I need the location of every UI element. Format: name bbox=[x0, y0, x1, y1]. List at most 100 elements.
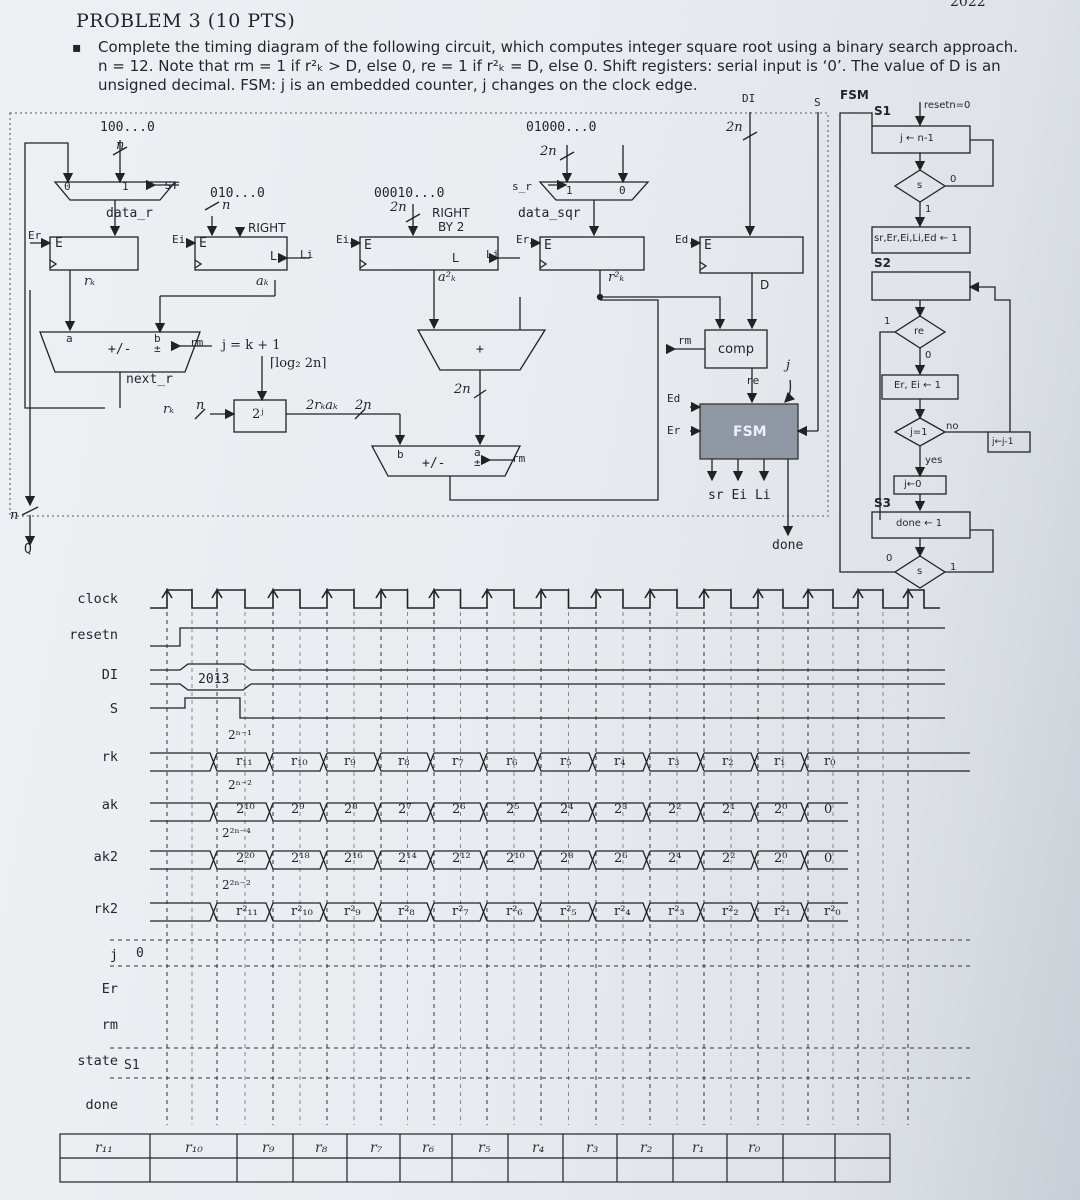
rk-bus bbox=[150, 752, 970, 772]
width-2n-3: 2n bbox=[726, 120, 743, 135]
problem-text-line1: Complete the timing diagram of the follo… bbox=[98, 38, 1019, 56]
ak2-bus bbox=[150, 850, 848, 870]
log-width: ⌈log₂ 2n⌉ bbox=[270, 356, 327, 371]
rk-value: r₁ bbox=[774, 754, 786, 769]
signal-name-rk2: rk2 bbox=[93, 901, 118, 917]
re-decision: re bbox=[914, 326, 925, 337]
ak-value: 2⁷ bbox=[398, 802, 412, 817]
fsm-title: FSM bbox=[840, 88, 869, 102]
yes-label: yes bbox=[925, 455, 943, 466]
j-label: j bbox=[786, 358, 791, 373]
ak2-value: 2¹⁴ bbox=[398, 851, 417, 866]
problem-title: PROBLEM 3 (10 PTS) bbox=[76, 10, 296, 32]
init-j: j ← n-1 bbox=[900, 133, 934, 144]
clock-wave bbox=[150, 589, 940, 609]
s-decision-1: s bbox=[917, 180, 923, 191]
bottom-cell[interactable]: r₉ bbox=[262, 1140, 275, 1156]
rk2-bus bbox=[150, 902, 848, 922]
state-s2: S2 bbox=[874, 256, 891, 270]
bottom-cell[interactable]: r₁ bbox=[692, 1140, 705, 1156]
ak2-value: 2¹⁰ bbox=[506, 851, 525, 866]
signal-name-di: DI bbox=[101, 667, 118, 683]
rk2-value: r²₁₁ bbox=[236, 904, 258, 919]
reset-cond: resetn=0 bbox=[924, 100, 971, 111]
ak2-value: 2² bbox=[722, 851, 736, 866]
re-one: 1 bbox=[884, 316, 891, 327]
rk-value: r₁₁ bbox=[236, 754, 253, 769]
s-wave bbox=[150, 697, 945, 719]
mux1-in1: 1 bbox=[566, 184, 573, 197]
ak2-bus bbox=[150, 850, 848, 870]
ak-value: 2¹ bbox=[722, 802, 736, 817]
next-r-label: next_r bbox=[126, 372, 173, 387]
ak2-value: 2¹² bbox=[452, 851, 471, 866]
clock-edge-arrow bbox=[590, 588, 602, 599]
rk2-value: r²₉ bbox=[344, 904, 361, 919]
clock-edge-arrow bbox=[644, 588, 656, 599]
li-label-1: Li bbox=[300, 248, 314, 261]
ak-value: 2³ bbox=[614, 802, 628, 817]
bottom-cell[interactable]: r₈ bbox=[315, 1140, 328, 1156]
ei-label-2: Ei bbox=[336, 233, 350, 246]
ak2-value: 0 bbox=[824, 851, 833, 866]
er-label-3: Er bbox=[667, 424, 681, 437]
enable-label-4: E bbox=[544, 238, 552, 253]
fsm-block-label: FSM bbox=[733, 424, 767, 440]
bottom-cell[interactable]: r₃ bbox=[586, 1140, 599, 1156]
bottom-cell[interactable]: r₁₁ bbox=[95, 1140, 113, 1156]
bottom-cell[interactable]: r₁₀ bbox=[185, 1140, 203, 1156]
ak-value: 2⁶ bbox=[452, 802, 466, 817]
ei-label-1: Ei bbox=[172, 233, 186, 246]
j-initial: 0 bbox=[136, 946, 144, 961]
bottom-cell[interactable]: r₀ bbox=[748, 1140, 761, 1156]
rk-value: r₅ bbox=[560, 754, 572, 769]
signal-name-clock: clock bbox=[77, 591, 118, 607]
bottom-cell[interactable]: r₄ bbox=[532, 1140, 545, 1156]
rk-value: r₁₀ bbox=[291, 754, 308, 769]
b-port-2: b bbox=[397, 448, 404, 461]
ak2-label: a²ₖ bbox=[438, 270, 456, 285]
pow2-label: 2ʲ bbox=[252, 407, 264, 422]
s-decision-3: s bbox=[917, 566, 923, 577]
clock-edge-arrow bbox=[211, 588, 223, 599]
bottom-cell[interactable]: r₂ bbox=[640, 1140, 653, 1156]
enable-label-2: E bbox=[199, 236, 207, 251]
d-label: D bbox=[760, 278, 770, 292]
bottom-cell[interactable]: r₇ bbox=[370, 1140, 383, 1156]
const-100: 100...0 bbox=[100, 120, 155, 135]
width-2n-4: 2n bbox=[355, 398, 372, 413]
width-2n-1: 2n bbox=[390, 200, 407, 215]
ak2-value: 2⁰ bbox=[774, 851, 788, 866]
s-one-1: 1 bbox=[925, 204, 932, 215]
rk-value: r₆ bbox=[506, 754, 518, 769]
rm-label-2: rm bbox=[512, 452, 526, 465]
signal-name-rm: rm bbox=[101, 1017, 118, 1033]
j-equation: j = k + 1 bbox=[222, 338, 281, 353]
a-port-1: a bbox=[66, 332, 73, 345]
q-output: Q bbox=[24, 542, 32, 557]
ak-value: 2⁹ bbox=[291, 802, 305, 817]
ak2-value: 2⁴ bbox=[668, 851, 682, 866]
signal-name-ak2: ak2 bbox=[93, 849, 118, 865]
rk2-value: r²₀ bbox=[824, 904, 841, 919]
er-label-1: Er bbox=[28, 229, 42, 242]
right-label: RIGHT bbox=[248, 221, 286, 235]
rk-value: r₀ bbox=[824, 754, 836, 769]
addsub-2: +/- bbox=[422, 456, 446, 471]
rk2-label: r²ₖ bbox=[608, 270, 625, 285]
s-zero-3: 0 bbox=[886, 553, 893, 564]
width-2n-2: 2n bbox=[540, 144, 557, 159]
j-reset: j←0 bbox=[904, 479, 922, 490]
width-2n-5: 2n bbox=[454, 382, 471, 397]
rk-value: r₃ bbox=[668, 754, 680, 769]
ak-bus bbox=[150, 802, 848, 822]
sr-label: sr bbox=[164, 178, 180, 193]
rk-value: r₉ bbox=[344, 754, 356, 769]
rk2-value: r²₂ bbox=[722, 904, 739, 919]
no-label: no bbox=[946, 421, 959, 432]
signal-name-s: S bbox=[109, 701, 118, 717]
s2-actions: sr,Er,Ei,Li,Ed ← 1 bbox=[874, 233, 958, 244]
bottom-cell[interactable]: r₅ bbox=[478, 1140, 491, 1156]
rk2-value: r²₅ bbox=[560, 904, 577, 919]
bottom-cell[interactable]: r₆ bbox=[422, 1140, 435, 1156]
